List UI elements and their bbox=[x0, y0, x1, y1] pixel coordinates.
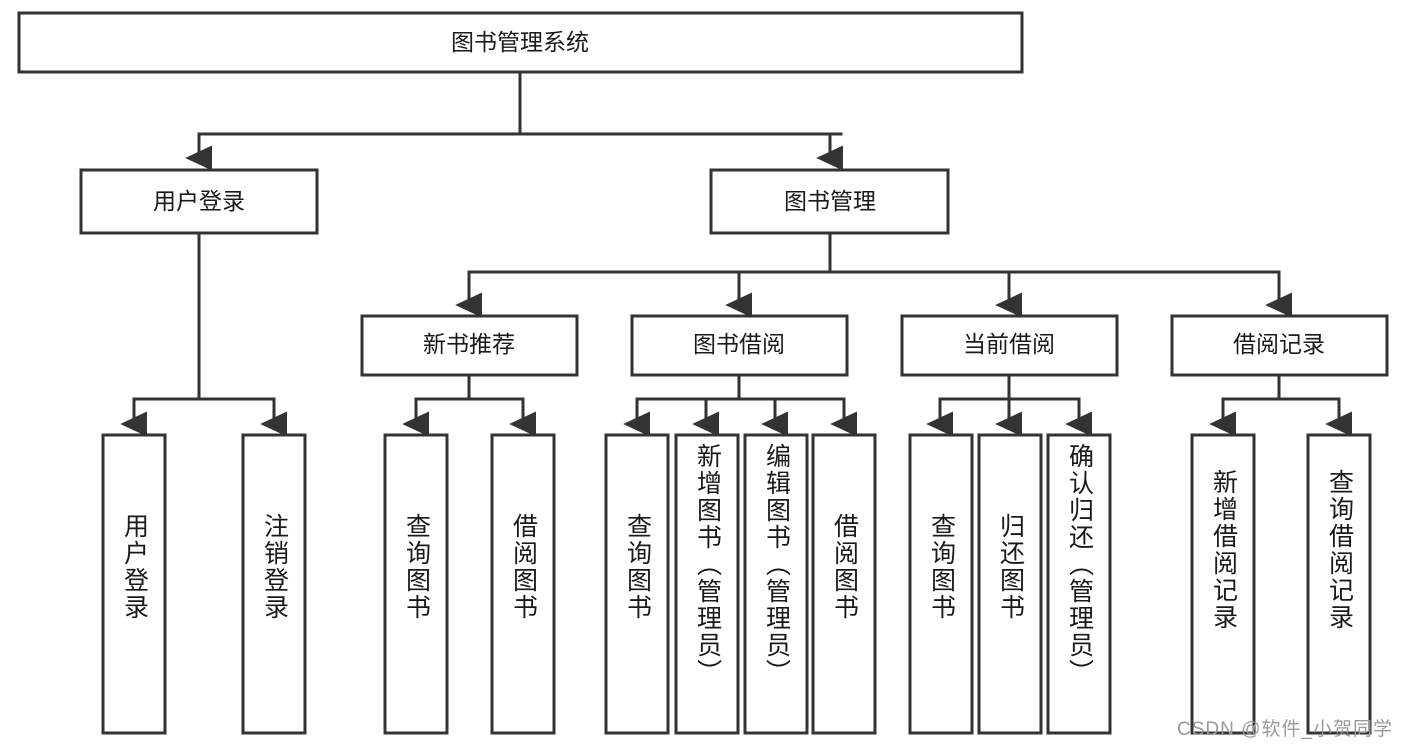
node-borrow-record[interactable]: 借阅记录 bbox=[1170, 314, 1389, 377]
leaf-box-cb-return-book bbox=[977, 433, 1043, 735]
leaf-box-cb-confirm-return bbox=[1046, 433, 1112, 735]
connector-root-to-level2 bbox=[185, 70, 844, 171]
connector-bookmgmt-to-level3 bbox=[455, 231, 1293, 318]
connector-newbook-to-leaves bbox=[402, 373, 537, 437]
leaf-box-bb-add-book bbox=[674, 433, 740, 735]
leaf-box-user-logout bbox=[241, 433, 307, 735]
leaf-boxes-group bbox=[101, 433, 1372, 735]
node-current-borrow-label: 当前借阅 bbox=[963, 331, 1055, 357]
leaf-box-br-query-record bbox=[1306, 433, 1372, 735]
leaf-box-br-add-record bbox=[1190, 433, 1256, 735]
leaf-box-user-login bbox=[101, 433, 167, 735]
node-root-system[interactable]: 图书管理系统 bbox=[17, 11, 1024, 74]
connector-bookborrow-to-leaves bbox=[623, 373, 858, 437]
node-book-management[interactable]: 图书管理 bbox=[709, 168, 950, 235]
node-new-book-recommend[interactable]: 新书推荐 bbox=[360, 314, 579, 377]
leaf-box-bb-query-book bbox=[604, 433, 670, 735]
connector-userlogin-to-leaves bbox=[120, 231, 288, 437]
node-book-borrow-label: 图书借阅 bbox=[693, 331, 785, 357]
connector-currentborrow-to-leaves bbox=[926, 373, 1093, 437]
node-book-borrow[interactable]: 图书借阅 bbox=[630, 314, 849, 377]
node-borrow-record-label: 借阅记录 bbox=[1233, 331, 1325, 357]
node-new-book-recommend-label: 新书推荐 bbox=[423, 331, 515, 357]
connector-borrowrecord-to-leaves bbox=[1209, 373, 1353, 437]
leaf-box-nb-query-book bbox=[383, 433, 449, 735]
leaf-box-bb-edit-book bbox=[743, 433, 809, 735]
leaf-box-nb-borrow-book bbox=[490, 433, 556, 735]
node-root-label: 图书管理系统 bbox=[451, 29, 589, 55]
node-current-borrow[interactable]: 当前借阅 bbox=[900, 314, 1119, 377]
node-user-login-label: 用户登录 bbox=[153, 188, 245, 214]
leaf-box-bb-borrow-book bbox=[811, 433, 877, 735]
node-book-management-label: 图书管理 bbox=[784, 188, 876, 214]
leaf-box-cb-query-book bbox=[908, 433, 974, 735]
node-user-login[interactable]: 用户登录 bbox=[79, 168, 319, 235]
